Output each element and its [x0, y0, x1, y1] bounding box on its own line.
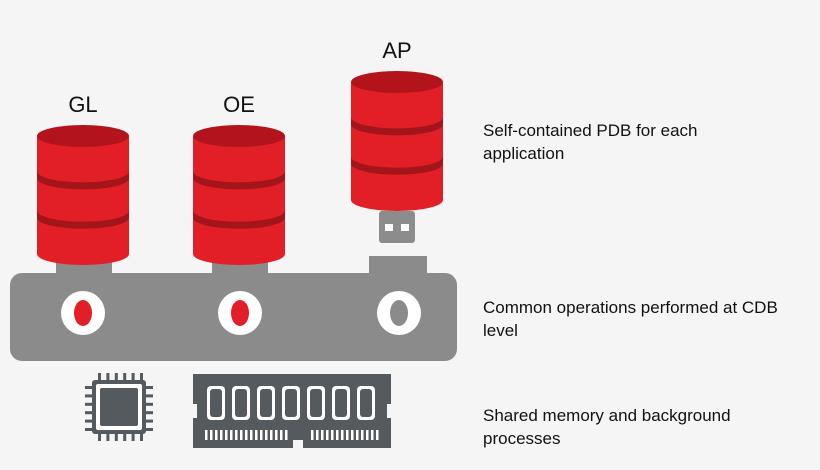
- database-cylinder-icon: [193, 125, 285, 265]
- socket-oe: [218, 291, 262, 335]
- pdb-label-ap: AP: [382, 38, 412, 63]
- socket-gl: [61, 291, 105, 335]
- memory-module-icon: [191, 374, 393, 448]
- cdb-description: Common operations performed at CDB level: [483, 298, 778, 340]
- pdb-label-gl: GL: [68, 92, 98, 117]
- database-cylinder-icon: [351, 71, 443, 211]
- pdb-description: Self-contained PDB for each application: [483, 121, 698, 163]
- connector-gl: [56, 262, 112, 276]
- cpu-chip-icon: [85, 373, 153, 441]
- socket-ap: [377, 291, 421, 335]
- connector-ap: [369, 256, 427, 276]
- pdb-label-oe: OE: [223, 92, 255, 117]
- database-cylinder-icon: [37, 125, 129, 265]
- connector-oe: [212, 262, 268, 276]
- memory-description: Shared memory and background processes: [483, 406, 731, 448]
- usb-plug-icon: [379, 211, 415, 243]
